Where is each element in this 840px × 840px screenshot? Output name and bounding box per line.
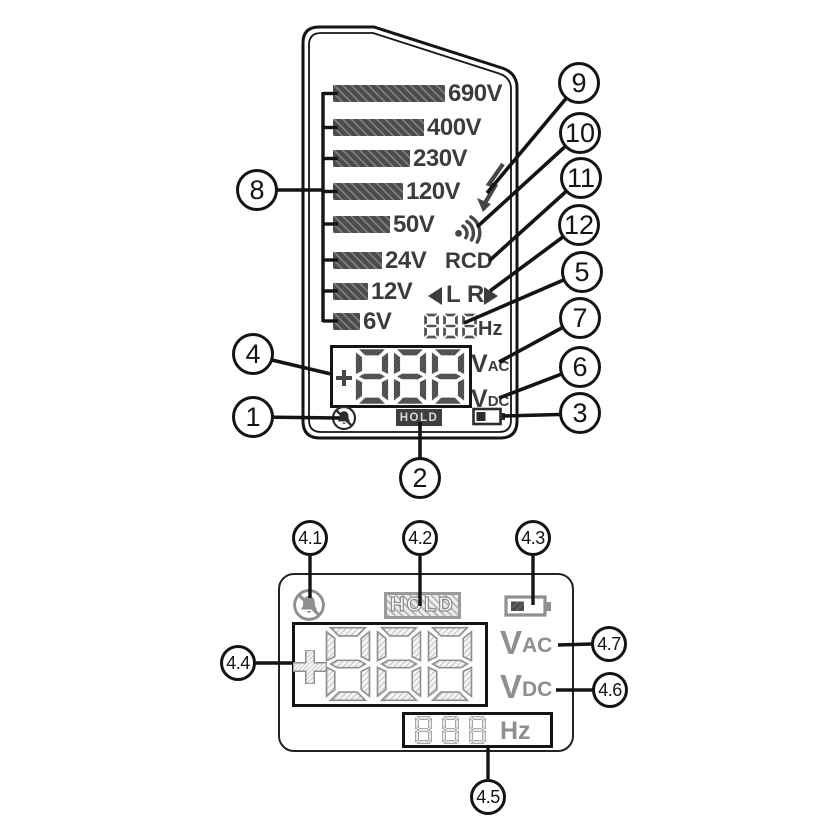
voltage-bar-label: 50V xyxy=(393,211,435,238)
phase-left-label: L xyxy=(446,281,461,308)
callout-1: 1 xyxy=(232,396,274,438)
hold-badge-zoom: HOLD xyxy=(384,592,461,619)
vac-v-zoom: V xyxy=(500,624,523,661)
frequency-digits xyxy=(423,313,478,339)
callout-8: 8 xyxy=(236,169,278,211)
voltage-bar-120v xyxy=(333,183,403,200)
callout-4-2: 4.2 xyxy=(402,520,438,556)
hold-badge: HOLD xyxy=(396,409,442,426)
vac-sub-zoom: AC xyxy=(522,634,553,657)
voltage-bar-6v xyxy=(333,313,360,330)
callout-4-3: 4.3 xyxy=(515,520,551,556)
rcd-label: RCD xyxy=(445,248,493,273)
vdc-sub-zoom: DC xyxy=(522,678,553,701)
voltage-bar-label: 120V xyxy=(406,178,461,205)
callout-3: 3 xyxy=(559,392,601,434)
voltage-bar-24v xyxy=(333,252,382,269)
voltage-bar-400v xyxy=(333,119,424,136)
callout-7: 7 xyxy=(559,297,601,339)
callout-10: 10 xyxy=(559,112,601,154)
callout-4-6: 4.6 xyxy=(592,672,628,708)
sound-waves-icon xyxy=(450,208,496,246)
frequency-digits-zoom xyxy=(411,716,490,744)
main-digits-zoom xyxy=(324,626,474,702)
vac-sub: AC xyxy=(487,358,510,375)
callout-4: 4 xyxy=(232,333,274,375)
callout-6: 6 xyxy=(559,346,601,388)
voltage-bar-label: 12V xyxy=(371,278,413,305)
callout-12: 12 xyxy=(558,204,600,246)
callout-4-4: 4.4 xyxy=(220,645,256,681)
voltage-bar-50v xyxy=(333,216,390,233)
voltage-bar-label: 400V xyxy=(427,114,482,141)
phase-right-arrow-icon xyxy=(484,287,498,305)
callout-5: 5 xyxy=(561,251,603,293)
voltage-bar-label: 230V xyxy=(413,145,468,172)
callout-2: 2 xyxy=(399,457,441,499)
phase-right-label: R xyxy=(467,281,485,308)
callout-4-7: 4.7 xyxy=(591,626,627,662)
callout-4-1: 4.1 xyxy=(292,520,328,556)
phase-left-arrow-icon xyxy=(428,287,442,305)
frequency-unit-label: Hz xyxy=(478,318,503,340)
callout-11: 11 xyxy=(560,157,602,199)
voltage-bar-12v xyxy=(333,283,368,300)
main-digits xyxy=(354,348,466,405)
bell-muted-icon xyxy=(331,405,357,431)
vac-v: V xyxy=(471,350,488,378)
voltage-bar-label: 24V xyxy=(385,247,427,274)
voltage-bar-230v xyxy=(333,150,410,167)
callout-4-5: 4.5 xyxy=(470,779,506,815)
vdc-v-zoom: V xyxy=(500,668,523,705)
battery-icon xyxy=(472,407,506,426)
vac-indicator: V AC xyxy=(471,352,509,377)
bell-muted-icon-zoom xyxy=(292,588,326,622)
frequency-unit-label-zoom: Hz xyxy=(500,717,531,745)
callout-9: 9 xyxy=(558,62,600,104)
voltage-bar-690v xyxy=(333,85,445,102)
plus-sign-zoom xyxy=(293,650,327,684)
battery-icon-zoom xyxy=(504,594,552,618)
lightning-icon xyxy=(477,162,507,214)
voltage-bar-label: 690V xyxy=(448,80,503,107)
vdc-indicator-zoom: V DC xyxy=(500,670,552,703)
plus-sign xyxy=(336,370,352,386)
voltage-bar-label: 6V xyxy=(363,308,392,335)
vac-indicator-zoom: V AC xyxy=(500,626,552,659)
